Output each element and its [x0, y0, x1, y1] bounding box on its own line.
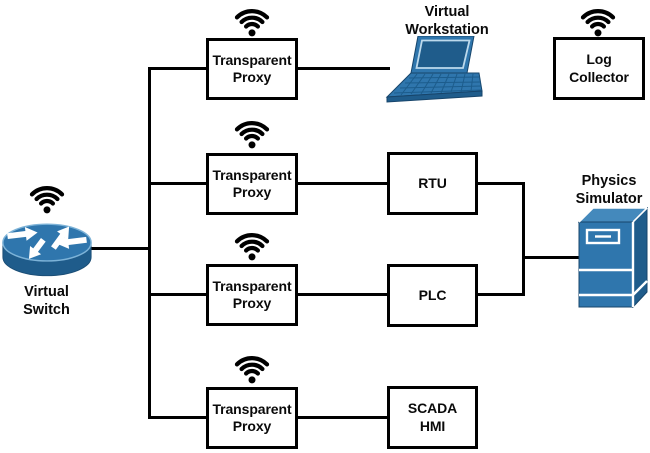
server-icon [578, 207, 648, 308]
wifi-icon [229, 114, 275, 149]
log-collector-box: Log Collector [553, 37, 645, 100]
link-proxy4-scada [296, 416, 389, 419]
trunk-line [148, 67, 151, 419]
link-trunk-proxy1 [148, 67, 208, 70]
wifi-icon [229, 2, 275, 37]
link-switch-trunk [84, 247, 150, 250]
virtual-workstation-label: Virtual Workstation [405, 4, 489, 39]
link-proxy3-plc [296, 293, 389, 296]
link-rtu-junction [476, 182, 525, 185]
plc-box: PLC [387, 264, 478, 327]
transparent-proxy-box-4: Transparent Proxy [206, 387, 298, 449]
rtu-box: RTU [387, 152, 478, 215]
scada-hmi-box: SCADA HMI [387, 386, 478, 449]
wifi-icon [575, 2, 621, 37]
physics-simulator-label: Physics Simulator [575, 173, 643, 208]
transparent-proxy-box-1: Transparent Proxy [206, 38, 298, 100]
wifi-icon [24, 179, 70, 214]
link-trunk-proxy3 [148, 293, 208, 296]
transparent-proxy-box-2: Transparent Proxy [206, 153, 298, 215]
link-plc-junction [476, 293, 525, 296]
link-proxy1-workstation [296, 67, 390, 70]
wifi-icon [229, 226, 275, 261]
laptop-icon [384, 36, 483, 103]
link-proxy2-rtu [296, 182, 389, 185]
transparent-proxy-box-3: Transparent Proxy [206, 264, 298, 326]
junction-line [522, 182, 525, 296]
router-icon [1, 215, 93, 283]
link-trunk-proxy4 [148, 416, 208, 419]
wifi-icon [229, 349, 275, 384]
link-trunk-proxy2 [148, 182, 208, 185]
link-junction-simulator [522, 256, 580, 259]
virtual-switch-label: Virtual Switch [23, 284, 70, 319]
